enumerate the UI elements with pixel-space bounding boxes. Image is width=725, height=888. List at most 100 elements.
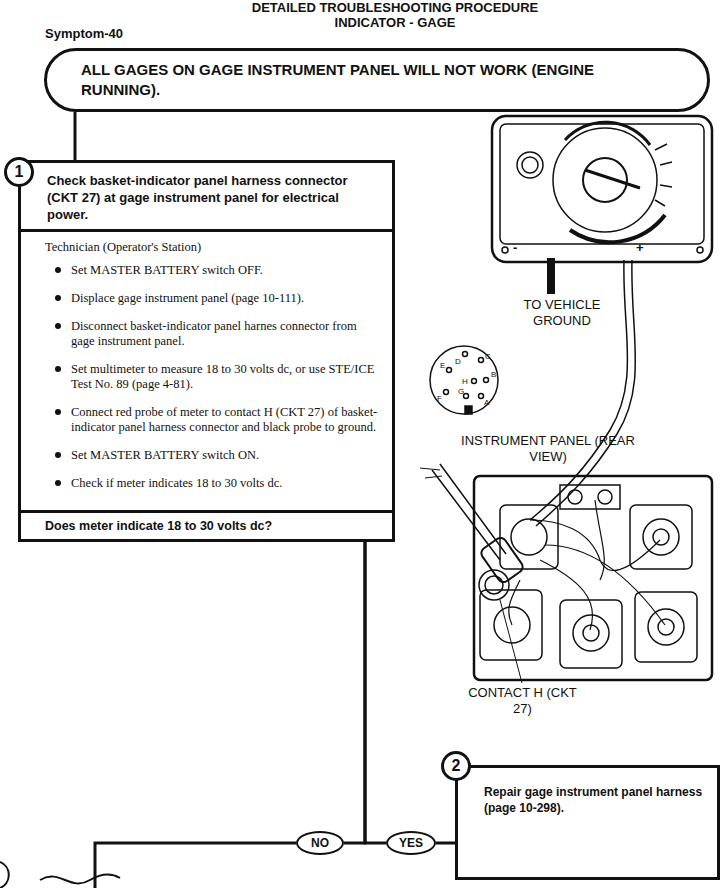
- panel-connector-inner: [485, 576, 503, 594]
- off-page-line: [95, 843, 296, 888]
- gage-rear: [573, 615, 609, 651]
- terminal-block: [560, 485, 620, 509]
- bullet-dot: [55, 323, 61, 329]
- pin: [463, 352, 468, 357]
- part-label: CONTACT H (CKT 27): [465, 685, 580, 717]
- bullet-text: Displace gage instrument panel (page 10-…: [71, 291, 304, 306]
- harness-wires: [420, 468, 442, 478]
- panel-rear: [474, 476, 712, 680]
- panel-face: [500, 124, 704, 244]
- scale-arc: [565, 122, 650, 145]
- terminal-sign: +: [636, 240, 644, 255]
- pin-name: H: [462, 377, 468, 386]
- pin: [472, 379, 477, 384]
- bullet-dot: [55, 409, 61, 415]
- internal-wires: [595, 500, 604, 580]
- pin-name: D: [455, 357, 461, 366]
- pin: [444, 390, 449, 395]
- connector-face: [430, 346, 498, 414]
- callout-number: 1: [4, 157, 34, 187]
- step-heading: Check basket-indicator panel harness con…: [21, 163, 392, 232]
- callout-number: 2: [441, 751, 471, 781]
- flow-line: [365, 542, 386, 843]
- dial-hub: [583, 158, 627, 202]
- answer-oval: YES: [386, 831, 436, 855]
- leader-line: [500, 600, 522, 683]
- pin-name: C: [485, 352, 491, 361]
- pin-name: A: [484, 398, 489, 407]
- bullet-text: Set MASTER BATTERY switch OFF.: [71, 263, 263, 278]
- answer-oval: NO: [296, 831, 344, 855]
- bullet-item: Displace gage instrument panel (page 10-…: [55, 291, 378, 306]
- harness-connector: [479, 536, 525, 585]
- scale-ticks: [655, 144, 672, 206]
- pin-name: B: [491, 370, 496, 379]
- node-text: NO: [306, 836, 334, 850]
- gage-stud: [658, 619, 674, 635]
- pin: [484, 378, 489, 383]
- dial-needle: [585, 170, 640, 188]
- bullet-text: Check if meter indicates 18 to 30 volts …: [71, 476, 282, 491]
- node-text: ALL GAGES ON GAGE INSTRUMENT PANEL WILL …: [81, 60, 677, 100]
- step-question: Does meter indicate 18 to 30 volts dc?: [21, 510, 392, 539]
- pin-name: F: [437, 394, 442, 403]
- harness-cable: [432, 464, 506, 560]
- gage-body: [635, 592, 697, 662]
- gage-rear: [511, 519, 547, 555]
- symptom-number: Symptom-40: [45, 26, 123, 41]
- key: [465, 406, 472, 414]
- bullet-item: Set MASTER BATTERY switch ON.: [55, 448, 378, 463]
- bullet-dot: [55, 295, 61, 301]
- adjust-knob-inner: [522, 157, 538, 173]
- bullet-text: Connect red probe of meter to contact H …: [71, 405, 378, 435]
- flow-line: [436, 842, 455, 845]
- bullet-item: Set multimeter to measure 18 to 30 volts…: [55, 362, 378, 392]
- gage-body: [630, 505, 692, 569]
- step-role: Technician (Operator's Station): [45, 240, 378, 255]
- gage-rear: [643, 519, 679, 555]
- bullet-dot: [55, 366, 61, 372]
- bullet-dot: [55, 452, 61, 458]
- terminal-sign: -: [513, 240, 517, 255]
- bullet-item: Check if meter indicates 18 to 30 volts …: [55, 476, 378, 491]
- gage-stud: [653, 529, 669, 545]
- adjust-knob: [517, 152, 543, 178]
- step-body: Technician (Operator's Station) Set MASTE…: [21, 232, 392, 510]
- gage-panel-front: [492, 116, 712, 262]
- bullet-item: Connect red probe of meter to contact H …: [55, 405, 378, 435]
- bullet-dot: [55, 267, 61, 273]
- panel-connector: [479, 570, 509, 600]
- gage-body: [500, 505, 558, 569]
- part-label: INSTRUMENT PANEL (REAR VIEW): [448, 433, 648, 465]
- bullet-item: Disconnect basket-indicator panel harnes…: [55, 319, 378, 349]
- node-text: YES: [396, 836, 426, 850]
- flow-line: [74, 112, 77, 160]
- pin-name: G: [458, 387, 464, 396]
- process-box: Repair gage instrument panel harness (pa…: [455, 765, 720, 880]
- terminal: [568, 490, 582, 504]
- ground-strap: [547, 258, 555, 294]
- off-page-arc: [0, 862, 9, 888]
- bullet-item: Set MASTER BATTERY switch OFF.: [55, 263, 378, 278]
- dial-ring: [553, 128, 657, 232]
- mount-hole: [502, 247, 508, 253]
- terminal: [598, 490, 612, 504]
- off-page-squiggle: [40, 874, 120, 883]
- internal-wires: [509, 520, 665, 630]
- pin: [479, 358, 484, 363]
- process-box: Check basket-indicator panel harness con…: [18, 160, 395, 542]
- page-title: DETAILED TROUBLESHOOTING PROCEDURE INDIC…: [235, 0, 555, 30]
- lower-scale: [570, 215, 665, 242]
- symptom-box: ALL GAGES ON GAGE INSTRUMENT PANEL WILL …: [44, 48, 710, 112]
- pin-name: E: [440, 361, 445, 370]
- pin: [479, 394, 484, 399]
- flow-line: [344, 542, 365, 843]
- gage-rear: [648, 609, 684, 645]
- pin: [447, 368, 452, 373]
- gage-body: [560, 600, 622, 668]
- bullet-text: Disconnect basket-indicator panel harnes…: [71, 319, 378, 349]
- bullet-text: Set multimeter to measure 18 to 30 volts…: [71, 362, 378, 392]
- mount-hole: [697, 247, 703, 253]
- node-text: Repair gage instrument panel harness (pa…: [484, 784, 705, 816]
- pin: [464, 394, 469, 399]
